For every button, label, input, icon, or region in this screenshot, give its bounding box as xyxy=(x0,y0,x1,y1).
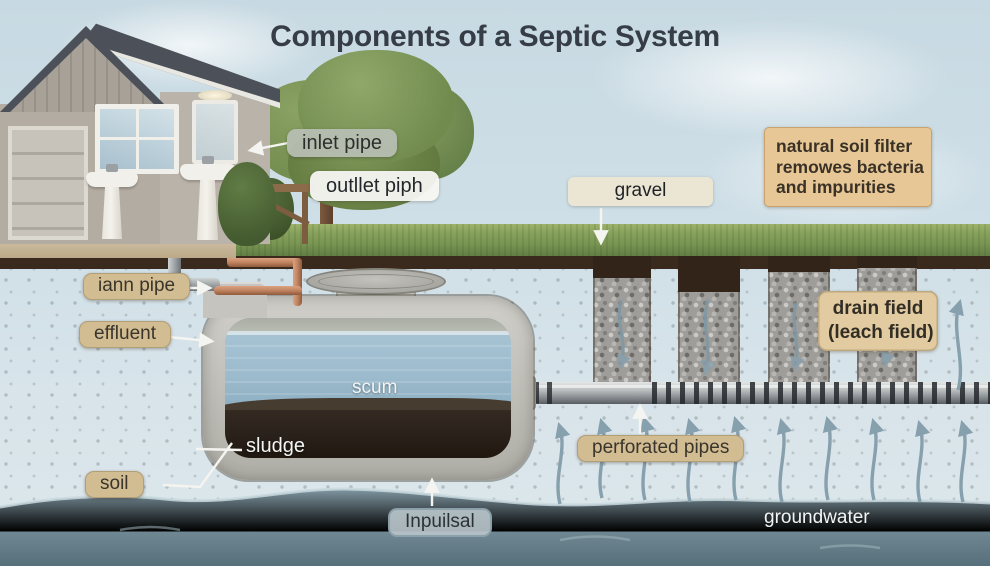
note-line: remowes bacteria xyxy=(776,156,924,177)
copper-main-pipe xyxy=(214,286,302,295)
table-leg xyxy=(302,192,308,244)
table-top xyxy=(252,184,314,192)
perforated-pipe xyxy=(530,382,990,404)
trench-topsoil-cap xyxy=(678,256,740,292)
cloud xyxy=(590,18,950,138)
bush xyxy=(218,162,276,246)
copper-pipe-run xyxy=(227,258,302,267)
label-scum: scum xyxy=(352,377,398,398)
copper-pipe-drop xyxy=(293,258,302,306)
house-window xyxy=(95,104,179,174)
pedestal-sink xyxy=(86,172,138,187)
drain-field-line: (leach field) xyxy=(828,321,934,343)
soil-leader xyxy=(162,442,233,489)
label-effluent: effluent xyxy=(79,321,171,348)
sludge-leader xyxy=(195,447,243,452)
label-groundwater: groundwater xyxy=(764,507,870,528)
sludge-layer xyxy=(225,410,511,458)
label-tank-base: Inpuilsal xyxy=(388,508,492,537)
mirror-cabinet xyxy=(192,100,238,164)
pipe-corrugation xyxy=(534,382,560,404)
label-outlet-pipe: outllet piph xyxy=(310,171,439,201)
sink-pedestal xyxy=(197,180,218,240)
label-soil: soil xyxy=(85,471,144,498)
note-line: and impurities xyxy=(776,177,896,198)
mirror-glass xyxy=(196,104,234,160)
label-inlet-pipe: inlet pipe xyxy=(287,129,398,157)
trench-topsoil-cap xyxy=(768,256,830,272)
effluent-water-layer xyxy=(225,333,511,405)
inlet-pipe-leader xyxy=(247,140,289,156)
water-surface-line xyxy=(225,331,511,335)
manhole-cover xyxy=(306,268,446,295)
gravel-trench-1 xyxy=(593,256,651,392)
tank-interior xyxy=(225,318,511,458)
label-sludge: sludge xyxy=(246,435,305,457)
faucet xyxy=(202,156,214,164)
pedestal-sink xyxy=(180,164,236,180)
label-soil-filter-note: natural soil filter remowes bacteria and… xyxy=(764,127,932,207)
sink-pedestal xyxy=(102,187,122,239)
label-drain-field: drain field (leach field) xyxy=(818,291,938,351)
groundwater-layer xyxy=(0,487,990,566)
faucet xyxy=(106,164,118,172)
vanity-light xyxy=(198,90,232,101)
note-line: natural soil filter xyxy=(776,136,913,156)
foundation-strip xyxy=(0,240,236,258)
page-title: Components of a Septic System xyxy=(270,20,720,53)
drain-field-line: drain field xyxy=(832,298,924,319)
pipe-corrugation xyxy=(652,382,990,404)
garage-door xyxy=(8,126,88,240)
tank-air-gap xyxy=(225,318,511,333)
house xyxy=(0,0,290,260)
trench-topsoil-cap xyxy=(857,256,917,268)
label-main-pipe: iann pipe xyxy=(83,273,191,300)
trench-topsoil-cap xyxy=(593,256,651,278)
label-gravel: gravel xyxy=(568,177,713,206)
window-mullion xyxy=(100,137,174,140)
label-perforated-pipes: perforated pipes xyxy=(577,435,745,462)
